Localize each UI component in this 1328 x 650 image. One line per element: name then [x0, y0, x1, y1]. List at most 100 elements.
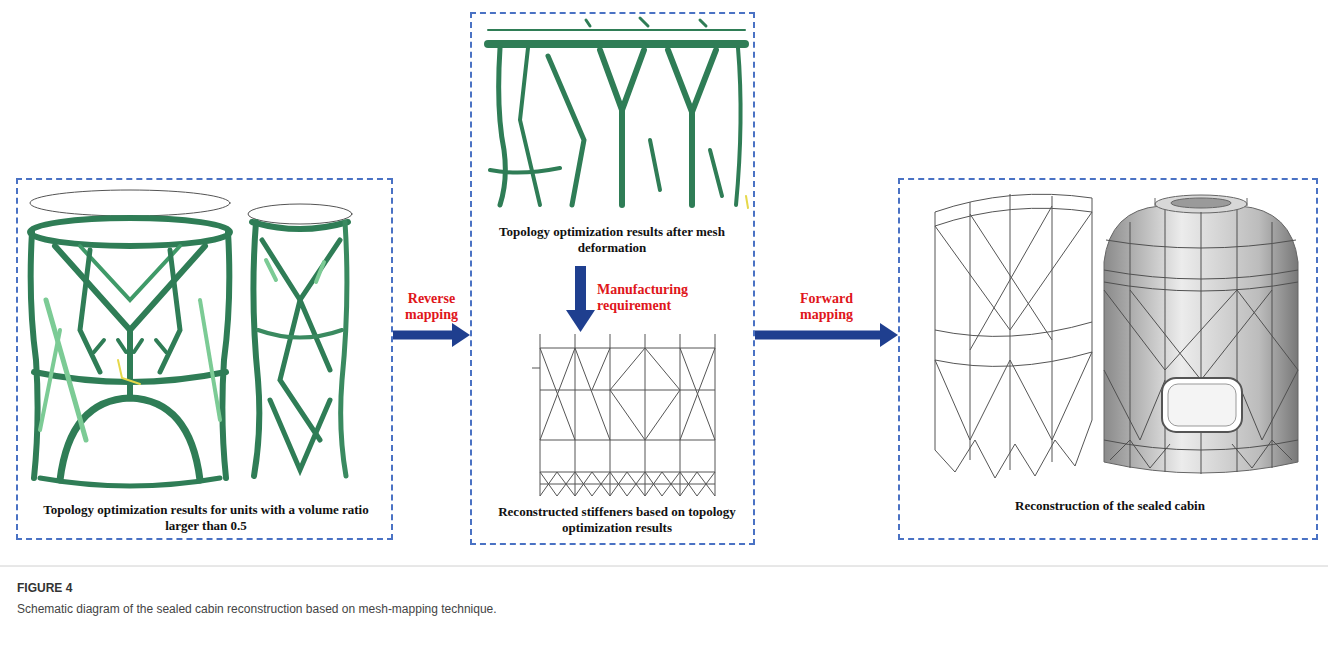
flattened-topology: [520, 48, 540, 205]
flattened-topology: [490, 168, 560, 173]
topology-lattice: [60, 398, 200, 480]
sealed-cabin: [1110, 440, 1292, 468]
stiffener-wireframe: [610, 348, 680, 440]
cabin-wireframe: [935, 194, 1092, 478]
topology-lattice: [30, 190, 230, 486]
cabin-wireframe: [935, 212, 1092, 330]
sealed-cabin: [1104, 370, 1298, 440]
down-arrow: [566, 310, 595, 332]
cabin-wireframe: [970, 206, 1052, 350]
sealed-cabin: [1155, 195, 1247, 213]
panel-caption: Topology optimization results after mesh…: [497, 224, 727, 256]
cabin-wireframe: [935, 208, 1092, 226]
flattened-topology: [548, 56, 584, 205]
flattened-topology: [499, 48, 506, 205]
cabin-wireframe: [935, 212, 936, 450]
stiffener-wireframe: [575, 348, 610, 440]
frame-line: [0, 566, 1328, 567]
sealed-cabin: [1130, 290, 1272, 380]
stiffener-wireframe: [540, 472, 715, 496]
annotation-label: Manufacturing requirement: [597, 282, 709, 314]
topology-lattice: [30, 218, 230, 246]
arrow-head: [452, 323, 470, 347]
down-arrow: [575, 266, 586, 312]
arrow-shaft: [393, 331, 454, 340]
topology-lattice: [40, 330, 60, 430]
flattened-topology: [689, 112, 695, 205]
mapping-arrow: [393, 323, 470, 347]
sealed-cabin: [1171, 198, 1231, 208]
sealed-cabin: [1104, 195, 1298, 474]
sealed-cabin: [1104, 210, 1298, 474]
sealed-cabin: [1168, 384, 1236, 426]
dashed-panel: Topology optimization results for units …: [16, 178, 393, 540]
figure-number: FIGURE 4: [17, 580, 217, 596]
topology-lattice: [160, 250, 180, 372]
topology-lattice: [200, 300, 220, 420]
sealed-cabin: [1162, 378, 1242, 432]
arrow-head: [880, 323, 898, 347]
topology-lattice-half: [341, 222, 347, 476]
flattened-topology: [488, 18, 748, 208]
dashed-panel: Topology optimization results after mesh…: [470, 12, 755, 545]
sealed-cabin: [1155, 198, 1247, 206]
flattened-topology: [600, 50, 644, 110]
stiffener-wireframe: [532, 334, 715, 496]
edge-label: Forward mapping: [782, 291, 872, 323]
topology-lattice-half: [248, 204, 352, 476]
arrow-shaft: [755, 331, 882, 340]
stiffener-wireframe: [540, 348, 715, 349]
stiffener-wireframe: [540, 390, 715, 391]
topology-lattice: [30, 190, 230, 216]
cabin-wireframe: [970, 202, 971, 460]
topology-lattice-half: [270, 400, 330, 470]
flattened-topology: [736, 48, 741, 205]
stiffener-wireframe: [680, 348, 715, 440]
topology-lattice: [127, 330, 133, 395]
topology-lattice-half: [266, 260, 324, 282]
sealed-cabin: [1165, 210, 1166, 472]
cabin-wireframe: [1092, 198, 1093, 420]
topology-lattice-half: [262, 240, 340, 300]
topology-lattice: [40, 478, 220, 486]
topology-lattice: [80, 250, 100, 372]
sealed-cabin: [1104, 206, 1298, 473]
flattened-topology: [488, 29, 745, 31]
stiffener-wireframe: [540, 348, 575, 440]
topology-lattice-half: [253, 222, 259, 476]
topology-lattice: [118, 360, 140, 384]
flattened-topology: [746, 196, 748, 208]
topology-lattice: [222, 232, 229, 478]
panel-caption: Topology optimization results for units …: [36, 502, 376, 534]
topology-lattice: [80, 246, 180, 300]
mapping-arrow: [755, 323, 898, 347]
topology-lattice-half: [252, 222, 348, 229]
sealed-cabin: [1201, 212, 1202, 474]
cabin-wireframe: [935, 420, 1092, 478]
stiffener-wireframe: [540, 472, 715, 496]
figure-caption: Schematic diagram of the sealed cabin re…: [17, 601, 1217, 617]
topology-lattice: [55, 246, 205, 330]
cabin-wireframe: [1052, 196, 1053, 462]
flattened-topology: [650, 140, 722, 196]
flattened-topology: [586, 18, 706, 26]
topology-lattice: [31, 232, 38, 478]
topology-lattice-half: [258, 330, 342, 338]
topology-lattice: [94, 340, 166, 352]
stiffener-wireframe: [532, 368, 540, 369]
stiffener-wireframe: [540, 440, 715, 441]
sealed-cabin: [1104, 290, 1298, 370]
down-arrow: [566, 266, 595, 332]
sealed-cabin: [1237, 210, 1238, 472]
panel-caption: Reconstructed stiffeners based on topolo…: [497, 504, 737, 536]
sealed-cabin: [1272, 222, 1273, 468]
dashed-panel: Reconstruction of the sealed cabin: [898, 178, 1318, 540]
cabin-wireframe: [935, 352, 1092, 366]
cabin-wireframe: [935, 352, 1092, 440]
panel-caption: Reconstruction of the sealed cabin: [970, 498, 1250, 514]
cabin-wireframe: [1010, 194, 1011, 470]
sealed-cabin: [1130, 222, 1131, 468]
